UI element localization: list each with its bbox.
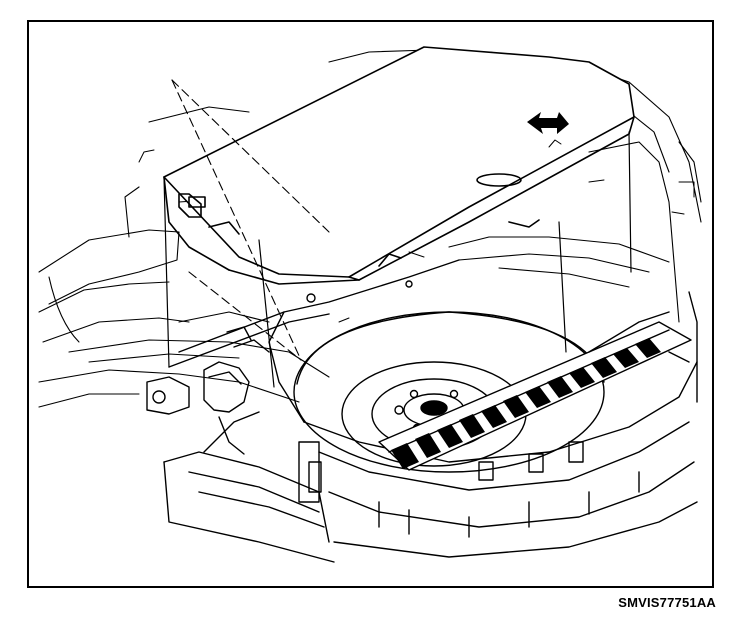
left-side-brackets	[146, 339, 270, 455]
small-details	[138, 139, 695, 323]
figure-code: SMVIS77751AA	[618, 595, 716, 610]
spare-tire-well	[293, 311, 605, 473]
illustration-frame	[27, 20, 714, 588]
cargo-floor-line-drawing	[38, 46, 702, 563]
cargo-side-walls	[168, 259, 670, 423]
projection-lines	[171, 79, 330, 361]
rear-bumper-structure	[163, 291, 698, 563]
panel-outline-lines	[163, 131, 632, 388]
double-arrow-icon	[527, 112, 569, 134]
rear-sill-plate	[378, 321, 692, 471]
sill-plate-ribs	[391, 338, 661, 469]
vehicle-body-upper	[148, 49, 702, 323]
cargo-floor-panel	[163, 46, 635, 285]
